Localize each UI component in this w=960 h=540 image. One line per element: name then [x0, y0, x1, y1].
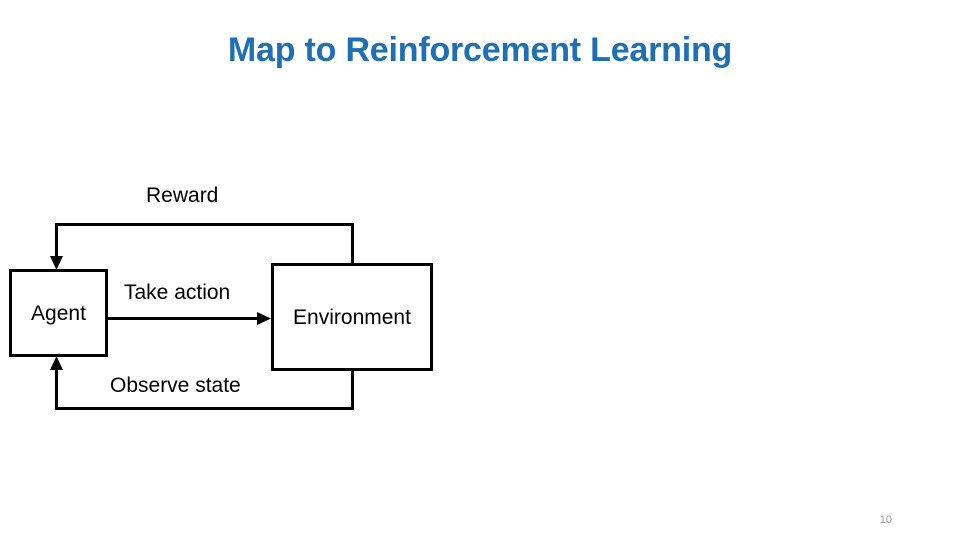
observe-state-edge-label: Observe state [106, 375, 245, 396]
page-number: 10 [879, 514, 892, 526]
agent-node-label: Agent [31, 301, 86, 325]
environment-node-label: Environment [293, 305, 411, 329]
environment-node: Environment [271, 263, 433, 371]
agent-node: Agent [9, 269, 108, 357]
take-action-connector [108, 312, 271, 325]
reward-edge-label: Reward [142, 185, 223, 206]
take-action-edge-label: Take action [120, 282, 235, 303]
page-title: Map to Reinforcement Learning [227, 31, 733, 69]
